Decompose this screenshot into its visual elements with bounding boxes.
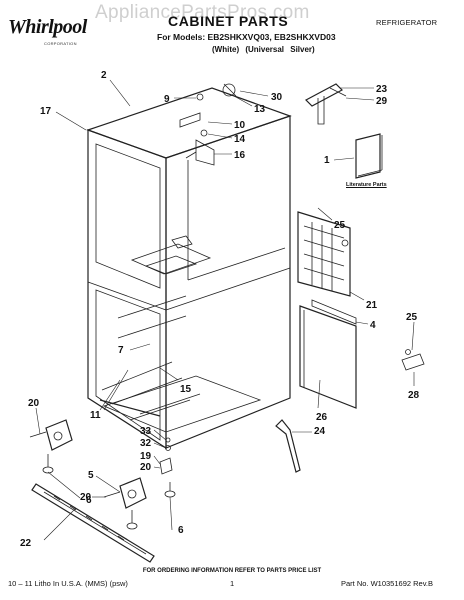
- literature-parts-label: Literature Parts: [346, 182, 387, 188]
- callout-10: 10: [234, 120, 246, 131]
- duct-assembly: [305, 83, 347, 125]
- callout-4: 4: [370, 320, 376, 331]
- top-hinge-parts: [179, 83, 237, 166]
- lower-hinge-center: [103, 437, 176, 530]
- callout-26: 26: [316, 412, 328, 423]
- callout-20-center: 20: [140, 462, 152, 473]
- callout-2: 2: [101, 70, 107, 81]
- callout-20-left: 20: [28, 398, 40, 409]
- callout-23: 23: [376, 84, 388, 95]
- leader-lines: [35, 79, 415, 541]
- page-title: CABINET PARTS: [168, 13, 289, 29]
- callout-29: 29: [376, 96, 388, 107]
- callout-21: 21: [366, 300, 378, 311]
- watermark: AppliancePartsPros.com: [95, 2, 310, 23]
- model-numbers: For Models: EB2SHKXVQ03, EB2SHKXVD03: [157, 32, 336, 42]
- callout-13: 13: [254, 104, 266, 115]
- callout-28: 28: [408, 390, 420, 401]
- callout-22: 22: [20, 538, 32, 549]
- callout-5: 5: [88, 470, 94, 481]
- callout-11: 11: [90, 410, 101, 421]
- logo-subtext: CORPORATION: [44, 41, 77, 46]
- ordering-note: FOR ORDERING INFORMATION REFER TO PARTS …: [142, 568, 322, 574]
- cabinet-body: [86, 87, 292, 450]
- callout-32: 32: [140, 438, 152, 449]
- whirlpool-logo: Whirlpool CORPORATION: [6, 12, 90, 46]
- callout-16: 16: [234, 150, 246, 161]
- callout-30: 30: [271, 92, 283, 103]
- callout-14: 14: [234, 134, 246, 145]
- model-colors: (White) (Universal Silver): [212, 45, 315, 54]
- literature-booklet: [355, 133, 383, 179]
- callout-24: 24: [314, 426, 326, 437]
- seal-strip: [311, 299, 357, 325]
- callout-1: 1: [324, 155, 330, 166]
- callout-15: 15: [180, 384, 192, 395]
- callout-6-right: 6: [178, 525, 184, 536]
- callout-25: 25: [334, 220, 346, 231]
- print-info: 10 – 11 Litho In U.S.A. (MMS) (psw): [8, 579, 128, 588]
- callout-9: 9: [164, 94, 170, 105]
- bracket: [401, 349, 425, 371]
- callout-19: 19: [140, 451, 152, 462]
- callout-numbers: 2 17 9 13 30 10 14 16 23 29 1 25 21 4 25…: [20, 70, 420, 549]
- logo-text: Whirlpool: [8, 16, 87, 38]
- callout-25-right: 25: [406, 312, 418, 323]
- page-number: 1: [230, 579, 235, 588]
- handle-tool: [275, 419, 301, 473]
- lower-hinge-left: [29, 419, 73, 474]
- front-panel: [299, 305, 357, 409]
- rear-grille: [297, 211, 351, 297]
- callout-7: 7: [118, 345, 124, 356]
- part-number: Part No. W10351692 Rev.B: [341, 579, 433, 588]
- callout-33: 33: [140, 426, 152, 437]
- appliance-type: REFRIGERATOR: [376, 18, 438, 27]
- callout-20-lower: 20: [80, 492, 92, 503]
- toe-grille-rail: [31, 483, 155, 563]
- callout-17: 17: [40, 106, 52, 117]
- callout-6-left: 6: [86, 495, 92, 506]
